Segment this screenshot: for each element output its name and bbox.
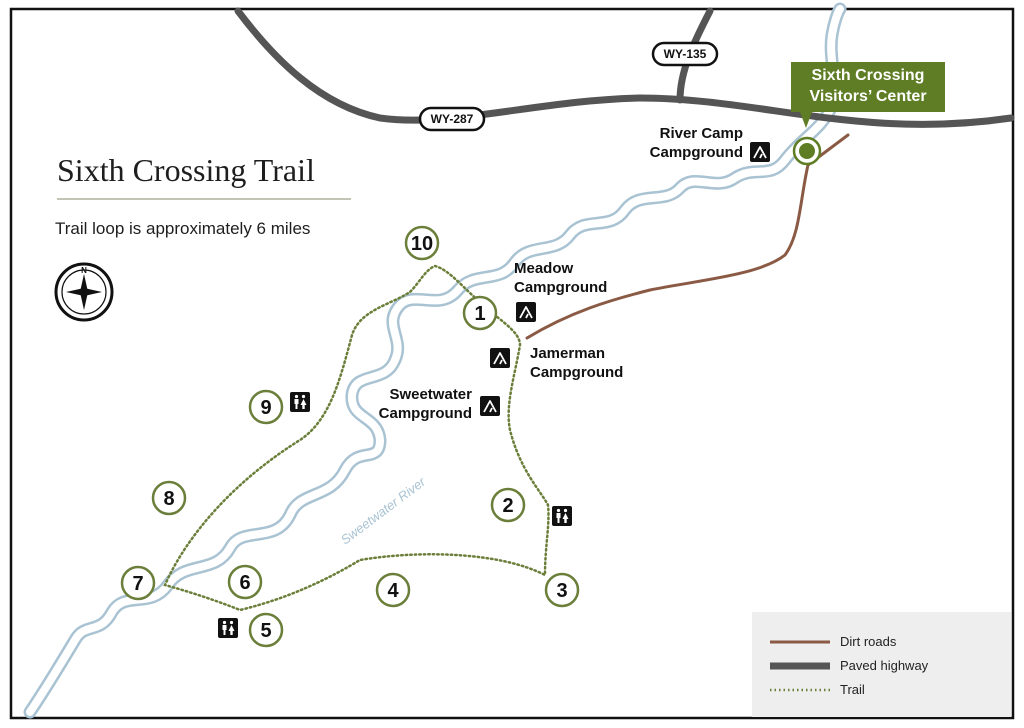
map-title: Sixth Crossing Trail	[57, 152, 315, 188]
campground-meadow[interactable]: Meadow Campground	[514, 260, 607, 322]
svg-text:Campground: Campground	[514, 279, 607, 296]
svg-text:9: 9	[260, 397, 271, 419]
waypoint-5[interactable]: 5	[248, 612, 284, 648]
svg-text:Campground: Campground	[379, 405, 472, 422]
trail-length-note: Trail loop is approximately 6 miles	[55, 219, 310, 238]
campground-icon	[750, 142, 770, 162]
visitors-center[interactable]: Sixth Crossing Visitors’ Center	[791, 62, 945, 166]
svg-text:7: 7	[132, 573, 143, 595]
campground-sweetwater[interactable]: Sweetwater Campground	[379, 386, 500, 422]
svg-text:Campground: Campground	[650, 144, 743, 161]
waypoint-4[interactable]: 4	[375, 572, 411, 608]
waypoint-10[interactable]: 10	[404, 225, 440, 261]
dirt-roads	[525, 133, 850, 340]
svg-text:10: 10	[411, 233, 433, 255]
legend-trail: Trail	[840, 682, 865, 697]
campground-icon	[480, 396, 500, 416]
svg-text:Meadow: Meadow	[514, 260, 574, 277]
compass-icon: N	[54, 262, 114, 322]
waypoint-7[interactable]: 7	[120, 565, 156, 601]
restroom-icon	[290, 392, 310, 412]
campground-icon	[490, 348, 510, 368]
map-legend: Dirt roads Paved highway Trail	[752, 612, 1011, 717]
waypoint-2[interactable]: 2	[490, 487, 526, 523]
waypoint-6[interactable]: 6	[227, 564, 263, 600]
svg-text:River Camp: River Camp	[660, 125, 743, 142]
svg-text:5: 5	[260, 620, 271, 642]
svg-text:8: 8	[163, 488, 174, 510]
highway-shield-wy287: WY-287	[418, 106, 486, 132]
waypoint-9[interactable]: 9	[248, 389, 284, 425]
highway-shield-wy135: WY-135	[651, 41, 719, 67]
waypoint-8[interactable]: 8	[151, 480, 187, 516]
svg-text:Sixth Crossing: Sixth Crossing	[812, 67, 925, 84]
svg-text:1: 1	[474, 303, 485, 325]
svg-text:Campground: Campground	[530, 364, 623, 381]
svg-text:Visitors’ Center: Visitors’ Center	[809, 88, 926, 105]
svg-text:Jamerman: Jamerman	[530, 345, 605, 362]
svg-text:Sweetwater: Sweetwater	[389, 386, 472, 403]
map-frame	[9, 7, 1015, 720]
waypoint-1[interactable]: 1	[462, 295, 498, 331]
legend-paved-highway: Paved highway	[840, 658, 929, 673]
restroom-icon	[218, 618, 238, 638]
svg-text:6: 6	[239, 572, 250, 594]
campground-icon	[516, 302, 536, 322]
restroom-icon	[552, 506, 572, 526]
sweetwater-river	[23, 2, 847, 719]
svg-text:3: 3	[556, 580, 567, 602]
svg-text:WY-135: WY-135	[664, 47, 707, 61]
svg-text:2: 2	[502, 495, 513, 517]
trail-loop	[163, 264, 550, 612]
svg-text:N: N	[81, 266, 87, 275]
waypoint-3[interactable]: 3	[544, 572, 580, 608]
campground-river-camp[interactable]: River Camp Campground	[650, 125, 770, 162]
svg-text:WY-287: WY-287	[431, 112, 474, 126]
svg-text:4: 4	[387, 580, 399, 602]
legend-dirt-roads: Dirt roads	[840, 634, 897, 649]
campground-jamerman[interactable]: Jamerman Campground	[490, 345, 623, 381]
